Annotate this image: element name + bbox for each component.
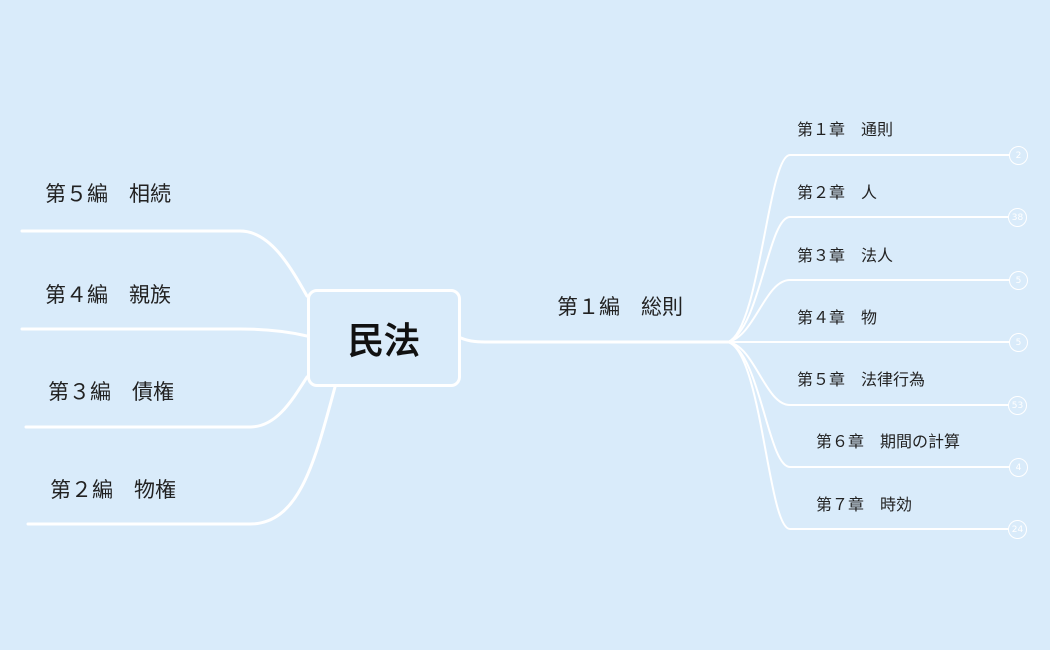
subtopic-chapter-1[interactable]: 第１章 通則 xyxy=(797,120,894,139)
connector-line xyxy=(459,336,730,344)
collapse-count-badge[interactable]: 5 xyxy=(1009,333,1028,352)
topic-volume-5[interactable]: 第５編 相続 xyxy=(45,182,171,206)
topic-volume-1[interactable]: 第１編 総則 xyxy=(557,295,683,319)
subtopic-chapter-5[interactable]: 第５章 法律行為 xyxy=(797,370,926,389)
root-topic-label: 民法 xyxy=(347,321,420,362)
collapse-count-badge[interactable]: 4 xyxy=(1009,458,1028,477)
connector-line xyxy=(20,327,309,338)
subtopic-chapter-6[interactable]: 第６章 期間の計算 xyxy=(816,432,961,451)
connector-line xyxy=(727,216,1009,343)
collapse-count-badge[interactable]: 38 xyxy=(1008,208,1027,227)
topic-volume-3[interactable]: 第３編 債権 xyxy=(48,380,174,404)
collapse-count-badge[interactable]: 5 xyxy=(1009,271,1028,290)
connector-line xyxy=(24,375,309,429)
topic-volume-4[interactable]: 第４編 親族 xyxy=(45,283,171,307)
subtopic-chapter-4[interactable]: 第４章 物 xyxy=(797,308,878,327)
topic-volume-2[interactable]: 第２編 物権 xyxy=(50,478,176,502)
collapse-count-badge[interactable]: 53 xyxy=(1008,396,1027,415)
collapse-count-badge[interactable]: 24 xyxy=(1008,520,1027,539)
connector-line xyxy=(20,229,309,298)
connector-line xyxy=(727,341,1009,530)
connector-line xyxy=(26,385,337,526)
subtopic-chapter-2[interactable]: 第２章 人 xyxy=(797,183,878,202)
root-topic[interactable]: 民法 xyxy=(307,289,461,387)
collapse-count-badge[interactable]: 2 xyxy=(1009,146,1028,165)
connector-line xyxy=(727,279,1010,343)
subtopic-chapter-7[interactable]: 第７章 時効 xyxy=(816,495,913,514)
subtopic-chapter-3[interactable]: 第３章 法人 xyxy=(797,246,894,265)
connector-line xyxy=(727,154,1010,343)
connector-line xyxy=(727,341,1009,406)
